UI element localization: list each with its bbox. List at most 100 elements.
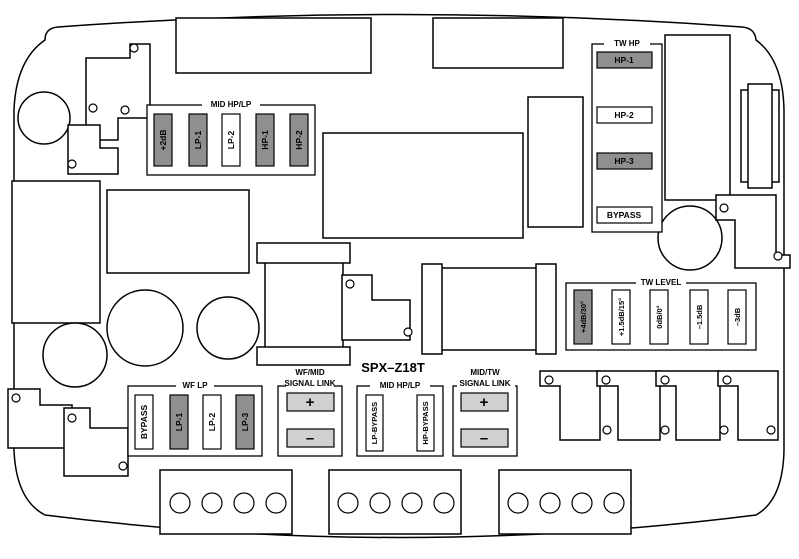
- component-block: [106, 189, 250, 274]
- plus-glyph: +: [480, 394, 489, 411]
- mid-hplp-switch-1[interactable]: +2dB: [153, 113, 173, 167]
- mid-tw-link-label-1: MID/TW: [470, 368, 500, 377]
- component-block: [11, 180, 101, 324]
- mount-hole: [118, 461, 128, 471]
- coil: [427, 267, 551, 351]
- components: [7, 17, 791, 535]
- terminal-screw: [201, 492, 223, 514]
- wf-lp-switch-2[interactable]: LP-1: [169, 394, 189, 450]
- bracket: [7, 388, 73, 449]
- tw-level-switch-1[interactable]: +4dB/30°: [573, 289, 593, 345]
- terminal-screw: [337, 492, 359, 514]
- terminal-screw: [571, 492, 593, 514]
- mid-bottom-switch-label: HP-BYPASS: [421, 401, 430, 444]
- mid-hplp-switch-5[interactable]: HP-2: [289, 113, 309, 167]
- tw-level-group: TW LEVEL +4dB/30° +1.5dB/15° 0dB/0° –1.5…: [565, 277, 757, 351]
- tw-hp-switch-label: BYPASS: [607, 210, 642, 220]
- mid-hp-bypass-switch[interactable]: HP-BYPASS: [416, 394, 435, 452]
- mount-hole: [67, 159, 77, 169]
- wf-mid-link-group: WF/MID SIGNAL LINK + –: [277, 367, 343, 457]
- mid-tw-plus-button[interactable]: +: [460, 392, 509, 412]
- terminal-screw: [603, 492, 625, 514]
- tw-level-switch-4[interactable]: –1.5dB: [689, 289, 709, 345]
- mount-hole: [773, 251, 783, 261]
- mount-hole: [403, 327, 413, 337]
- wf-mid-plus-button[interactable]: +: [286, 392, 335, 412]
- mount-hole: [766, 425, 776, 435]
- mount-hole: [120, 105, 130, 115]
- board-title: SPX–Z18T: [361, 360, 425, 375]
- tw-hp-switch-3[interactable]: HP-3: [596, 152, 653, 170]
- minus-glyph: –: [480, 430, 488, 447]
- tw-level-switch-label: +4dB/30°: [579, 301, 588, 333]
- mount-hole: [719, 203, 729, 213]
- mount-hole: [601, 375, 611, 385]
- wf-lp-switch-4[interactable]: LP-3: [235, 394, 255, 450]
- tw-hp-switch-1[interactable]: HP-1: [596, 51, 653, 69]
- tw-hp-switch-label: HP-2: [614, 110, 634, 120]
- mid-hplp-top-group: MID HP/LP +2dB LP-1 LP-2 HP-1 HP-2: [146, 99, 316, 176]
- terminal-screw: [539, 492, 561, 514]
- mount-hole: [67, 413, 77, 423]
- tw-hp-switch-label: HP-3: [614, 156, 634, 166]
- terminal-screw: [433, 492, 455, 514]
- mid-hplp-switch-label: LP-1: [193, 131, 203, 150]
- capacitor: [196, 296, 260, 360]
- capacitor: [17, 91, 71, 145]
- mid-hplp-switch-3[interactable]: LP-2: [221, 113, 241, 167]
- mount-hole: [719, 425, 729, 435]
- tw-hp-switch-4[interactable]: BYPASS: [596, 206, 653, 224]
- component-block: [175, 17, 372, 74]
- tw-level-switch-label: +1.5dB/15°: [617, 298, 626, 336]
- terminal-screw: [169, 492, 191, 514]
- terminal-screw: [233, 492, 255, 514]
- bracket: [715, 194, 791, 269]
- mount-hole: [602, 425, 612, 435]
- mid-hplp-bottom-group: MID HP/LP LP-BYPASS HP-BYPASS: [356, 380, 444, 457]
- mid-hplp-switch-2[interactable]: LP-1: [188, 113, 208, 167]
- capacitor: [657, 205, 723, 271]
- bracket: [341, 274, 411, 341]
- mount-hole: [660, 375, 670, 385]
- coil-end: [256, 346, 351, 366]
- tw-level-switch-5[interactable]: –3dB: [727, 289, 747, 345]
- wf-mid-minus-button[interactable]: –: [286, 428, 335, 448]
- wf-lp-switch-label: LP-1: [174, 413, 184, 432]
- coil-end: [421, 263, 443, 355]
- wf-lp-switch-1[interactable]: BYPASS: [134, 394, 154, 450]
- tw-level-label: TW LEVEL: [641, 278, 682, 287]
- mount-hole: [11, 393, 21, 403]
- capacitor: [106, 289, 184, 367]
- mid-lp-bypass-switch[interactable]: LP-BYPASS: [365, 394, 384, 452]
- terminal-screw: [369, 492, 391, 514]
- mount-hole: [88, 103, 98, 113]
- tw-level-switch-label: –3dB: [733, 307, 742, 326]
- mid-tw-link-group: MID/TW SIGNAL LINK + –: [452, 367, 518, 457]
- component-block: [432, 17, 564, 69]
- mount-hole: [345, 279, 355, 289]
- mount-hole: [660, 425, 670, 435]
- mount-hole: [722, 375, 732, 385]
- tw-hp-group: TW HP HP-1 HP-2 HP-3 BYPASS: [591, 38, 663, 233]
- plus-glyph: +: [306, 394, 315, 411]
- tw-level-switch-3[interactable]: 0dB/0°: [649, 289, 669, 345]
- coil-end: [256, 242, 351, 264]
- tw-level-switch-2[interactable]: +1.5dB/15°: [611, 289, 631, 345]
- wf-lp-switch-label: LP-3: [240, 413, 250, 432]
- wf-lp-label: WF LP: [183, 381, 209, 390]
- wf-lp-switch-3[interactable]: LP-2: [202, 394, 222, 450]
- coil-end: [535, 263, 557, 355]
- mid-tw-minus-button[interactable]: –: [460, 428, 509, 448]
- tw-hp-switch-2[interactable]: HP-2: [596, 106, 653, 124]
- mid-hplp-switch-label: LP-2: [226, 131, 236, 150]
- mid-hplp-switch-4[interactable]: HP-1: [255, 113, 275, 167]
- mid-hplp-switch-label: HP-1: [260, 130, 270, 150]
- mid-hplp-top-label: MID HP/LP: [211, 100, 252, 109]
- bracket: [67, 124, 119, 175]
- tw-level-switch-label: –1.5dB: [695, 304, 704, 329]
- wf-lp-group: WF LP BYPASS LP-1 LP-2 LP-3: [127, 380, 263, 457]
- mid-hplp-switch-label: +2dB: [158, 129, 168, 150]
- terminal-screw: [507, 492, 529, 514]
- wf-mid-link-label-2: SIGNAL LINK: [285, 379, 336, 388]
